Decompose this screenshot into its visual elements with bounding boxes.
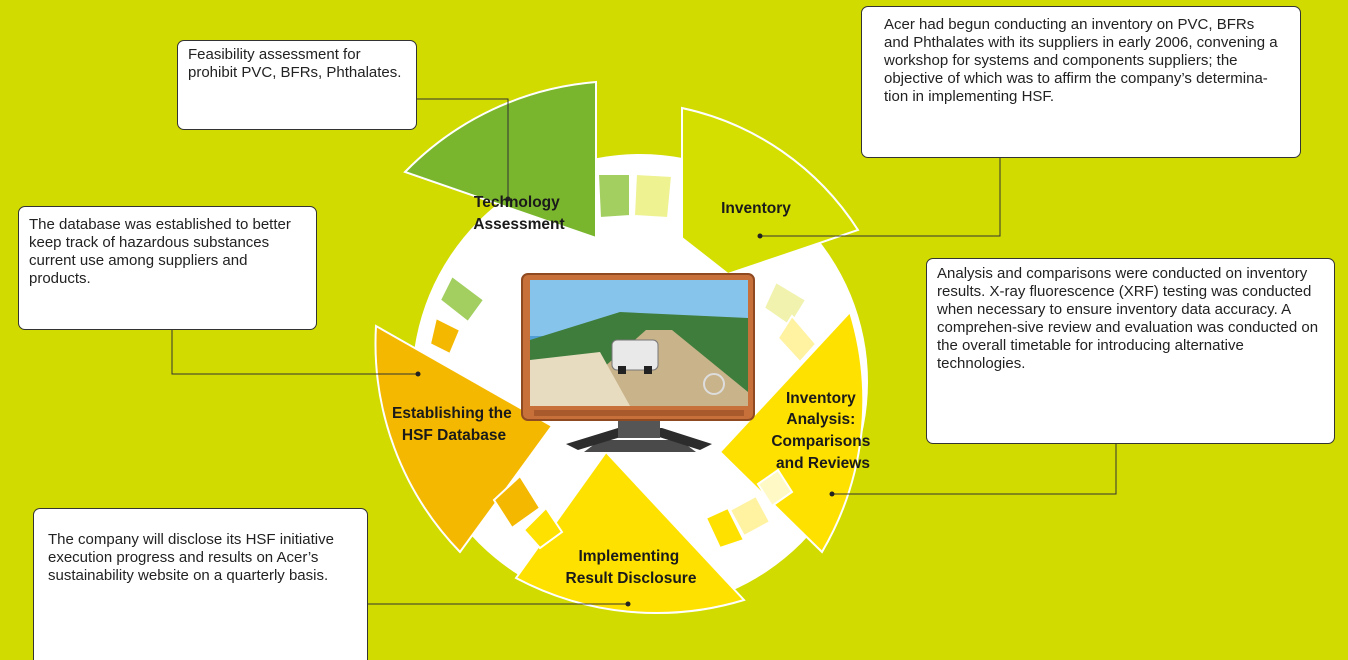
label-result-disclosure: Implementing Result Disclosure (566, 548, 697, 587)
segment-hsf-database (374, 324, 554, 554)
connector-dot (505, 196, 511, 202)
connector-dot (625, 601, 631, 607)
callout-result-disclosure: The company will disclose its HSF initia… (33, 508, 368, 660)
callout-inventory-analysis: Analysis and comparisons were conducted … (926, 258, 1335, 444)
callout-inventory: Acer had begun conducting an inventory o… (861, 6, 1301, 158)
ring-tile (438, 274, 486, 324)
ring-tile (728, 494, 772, 538)
ring-tile (492, 474, 542, 530)
ring-tile (776, 314, 818, 364)
callout-technology-assessment: Feasibility assessment for prohibit PVC,… (177, 40, 417, 130)
connector-dot (757, 233, 763, 239)
callout-hsf-database: The database was established to better k… (18, 206, 317, 330)
label-inventory: Inventory (721, 200, 791, 217)
ring-tile (522, 506, 564, 550)
segment-technology-assessment (403, 80, 597, 240)
ring-tile (596, 173, 631, 220)
callout-text: The company will disclose its HSF initia… (48, 531, 334, 584)
ring-tile (704, 506, 746, 550)
segment-result-disclosure (514, 450, 746, 614)
callout-text: Feasibility assessment for prohibit PVC,… (188, 46, 402, 81)
callout-text: Analysis and comparisons were conducted … (937, 265, 1319, 372)
segment-inventory (681, 106, 860, 276)
label-inventory-analysis: Inventory Analysis: Comparisons and Revi… (771, 390, 874, 472)
ring-tile (632, 172, 674, 220)
label-hsf-database: Establishing the HSF Database (392, 405, 516, 444)
ring-tile (428, 316, 462, 356)
callout-text: Acer had begun conducting an inventory o… (884, 16, 1278, 105)
ring-tile (756, 468, 794, 508)
monitor-illustration (521, 273, 755, 452)
segment-inventory-analysis (718, 310, 865, 554)
connector-lines (171, 98, 1117, 605)
callout-text: The database was established to better k… (29, 216, 291, 287)
connector-dot (829, 491, 835, 497)
label-technology-assessment: Technology Assessment (473, 194, 564, 233)
connector-dot (415, 371, 421, 377)
